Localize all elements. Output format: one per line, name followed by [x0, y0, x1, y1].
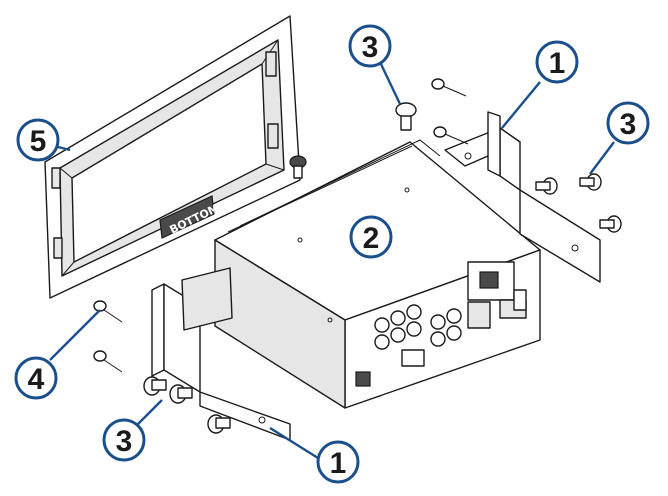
screw-right-3	[599, 215, 622, 233]
wood-screw-left-2	[93, 350, 123, 373]
screw-right-2	[579, 173, 602, 191]
callout-bracket-bottom-circle	[316, 440, 360, 484]
callout-head-unit: 2	[363, 222, 380, 255]
trim-ring: BOTTOM	[44, 15, 301, 299]
screw-right-1	[535, 177, 558, 195]
usb-port	[355, 371, 371, 387]
callout-mounting-screws: 4	[28, 363, 45, 396]
callout-screw-right-circle	[606, 101, 650, 145]
aux-connector	[401, 349, 425, 367]
callout-mounting-screws-circle	[14, 356, 58, 400]
callout-head-unit-circle	[349, 215, 393, 259]
callouts: 1 1 2 3 3 3 4 5	[14, 24, 650, 484]
screw-top	[395, 102, 417, 131]
right-bracket	[444, 111, 601, 283]
rca-connector-group-2	[430, 308, 462, 347]
callout-screw-right: 3	[620, 108, 637, 141]
screw-bottom-left-2	[169, 384, 193, 404]
callout-screw-bottom-left: 3	[116, 425, 133, 458]
screws	[93, 78, 622, 434]
harness-connector	[467, 301, 491, 329]
wood-screw-top-1	[431, 78, 467, 97]
screw-bottom	[207, 414, 231, 434]
callout-screw-bottom-left-circle	[102, 418, 146, 462]
callout-bracket-bottom: 1	[330, 447, 347, 480]
callout-screw-top: 3	[362, 31, 379, 64]
callout-screw-top-circle	[348, 24, 392, 68]
left-bracket	[151, 267, 291, 441]
callout-trim-ring-circle	[16, 118, 60, 162]
screw-bottom-left-1	[143, 376, 167, 396]
wood-screw-top-2	[433, 126, 469, 145]
callout-bracket-top-right: 1	[549, 47, 566, 80]
callout-trim-ring: 5	[30, 125, 47, 158]
rca-connector-group-1	[374, 304, 422, 350]
screw-trim	[289, 155, 307, 179]
callout-bracket-top-right-circle	[535, 40, 579, 84]
